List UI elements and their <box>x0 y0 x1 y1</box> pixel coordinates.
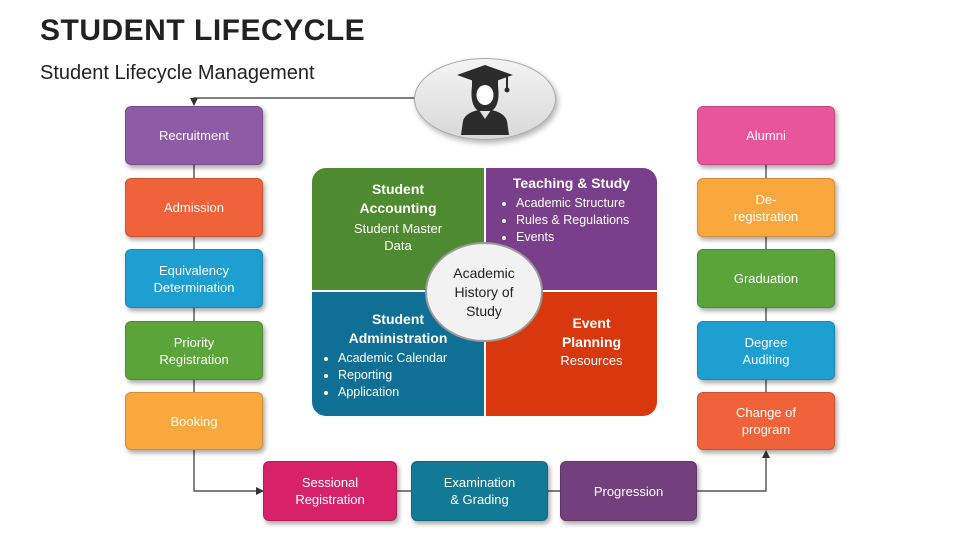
graduate-icon <box>457 65 513 135</box>
list-item: Academic Calendar <box>338 350 484 367</box>
examination-grading-box: Examination & Grading <box>411 461 548 521</box>
recruitment-box: Recruitment <box>125 106 263 165</box>
student-accounting-title: Student Accounting <box>359 181 437 216</box>
progression-to-change-arrow <box>697 450 770 492</box>
deregistration-box: De- registration <box>697 178 835 237</box>
student-administration-list: Academic Calendar Reporting Application <box>320 350 484 401</box>
list-item: Rules & Regulations <box>516 212 657 229</box>
page-subtitle: Student Lifecycle Management <box>40 62 315 84</box>
change-of-program-box: Change of program <box>697 392 835 450</box>
priority-registration-box: Priority Registration <box>125 321 263 380</box>
progression-box: Progression <box>560 461 697 521</box>
teaching-study-list: Academic Structure Rules & Regulations E… <box>498 195 657 246</box>
student-administration-title: Student Administration <box>348 311 448 346</box>
graduation-box: Graduation <box>697 249 835 308</box>
graduate-avatar <box>414 58 556 140</box>
list-item: Academic Structure <box>516 195 657 212</box>
avatar-to-recruitment-arrow <box>190 97 414 106</box>
list-item: Reporting <box>338 367 484 384</box>
student-accounting-subtitle: Student Master Data <box>353 221 443 253</box>
equivalency-determination-box: Equivalency Determination <box>125 249 263 308</box>
list-item: Application <box>338 384 484 401</box>
teaching-study-title: Teaching & Study <box>512 175 631 191</box>
page-title: STUDENT LIFECYCLE <box>40 14 366 47</box>
event-planning-subtitle: Resources <box>560 353 623 368</box>
sessional-registration-box: Sessional Registration <box>263 461 397 521</box>
alumni-box: Alumni <box>697 106 835 165</box>
event-planning-title: Event Planning <box>561 315 622 350</box>
degree-auditing-box: Degree Auditing <box>697 321 835 380</box>
booking-box: Booking <box>125 392 263 450</box>
booking-to-sessional-arrow <box>193 450 264 495</box>
list-item: Events <box>516 229 657 246</box>
admission-box: Admission <box>125 178 263 237</box>
academic-history-circle: Academic History of Study <box>425 242 543 342</box>
